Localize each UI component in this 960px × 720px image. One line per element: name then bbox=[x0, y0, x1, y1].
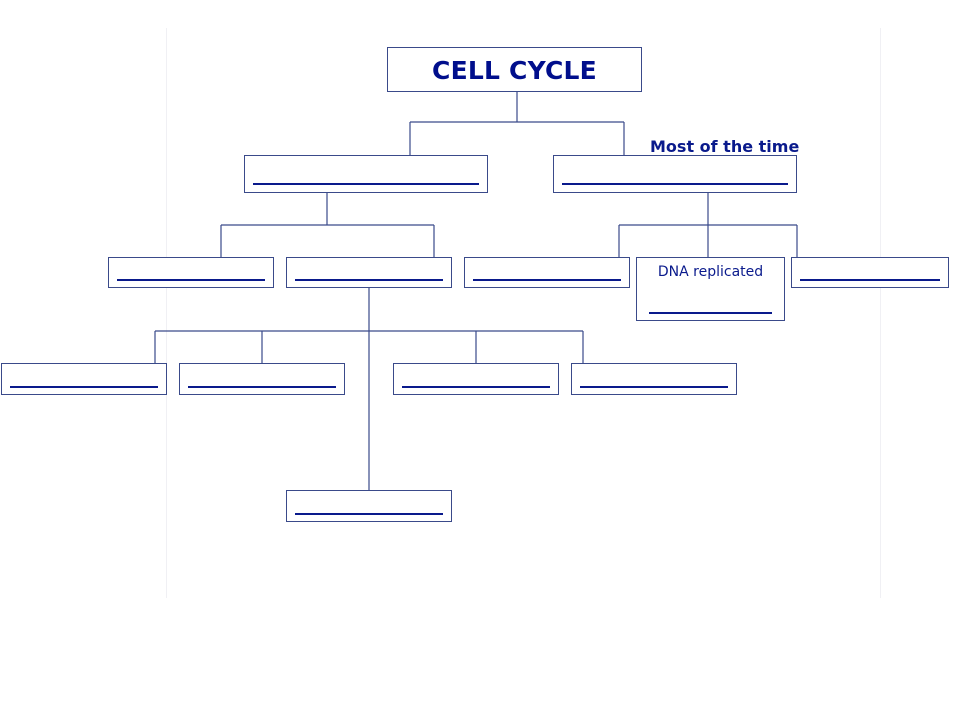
answer-blank[interactable] bbox=[649, 312, 772, 314]
answer-blank[interactable] bbox=[10, 386, 158, 388]
level2-box[interactable] bbox=[286, 257, 452, 288]
answer-blank[interactable] bbox=[188, 386, 336, 388]
diagram-title: CELL CYCLE bbox=[432, 56, 597, 85]
level1-left-box[interactable] bbox=[244, 155, 488, 193]
bottom-box[interactable] bbox=[286, 490, 452, 522]
level3-box[interactable] bbox=[1, 363, 167, 395]
level1-right-box[interactable] bbox=[553, 155, 797, 193]
page-guide-right bbox=[880, 28, 881, 598]
answer-blank[interactable] bbox=[295, 513, 443, 515]
answer-blank[interactable] bbox=[473, 279, 621, 281]
answer-blank[interactable] bbox=[253, 183, 479, 185]
page-guide-left bbox=[166, 28, 167, 598]
dna-replicated-label: DNA replicated bbox=[657, 264, 764, 280]
level2-box[interactable] bbox=[108, 257, 274, 288]
level2-box[interactable] bbox=[464, 257, 630, 288]
answer-blank[interactable] bbox=[295, 279, 443, 281]
answer-blank[interactable] bbox=[800, 279, 940, 281]
level3-box[interactable] bbox=[571, 363, 737, 395]
annotation-label: Most of the time bbox=[650, 137, 800, 156]
dna-replicated-box[interactable]: DNA replicated bbox=[636, 257, 785, 321]
level3-box[interactable] bbox=[393, 363, 559, 395]
answer-blank[interactable] bbox=[562, 183, 788, 185]
answer-blank[interactable] bbox=[117, 279, 265, 281]
level2-box[interactable] bbox=[791, 257, 949, 288]
title-box: CELL CYCLE bbox=[387, 47, 642, 92]
answer-blank[interactable] bbox=[580, 386, 728, 388]
level3-box[interactable] bbox=[179, 363, 345, 395]
answer-blank[interactable] bbox=[402, 386, 550, 388]
